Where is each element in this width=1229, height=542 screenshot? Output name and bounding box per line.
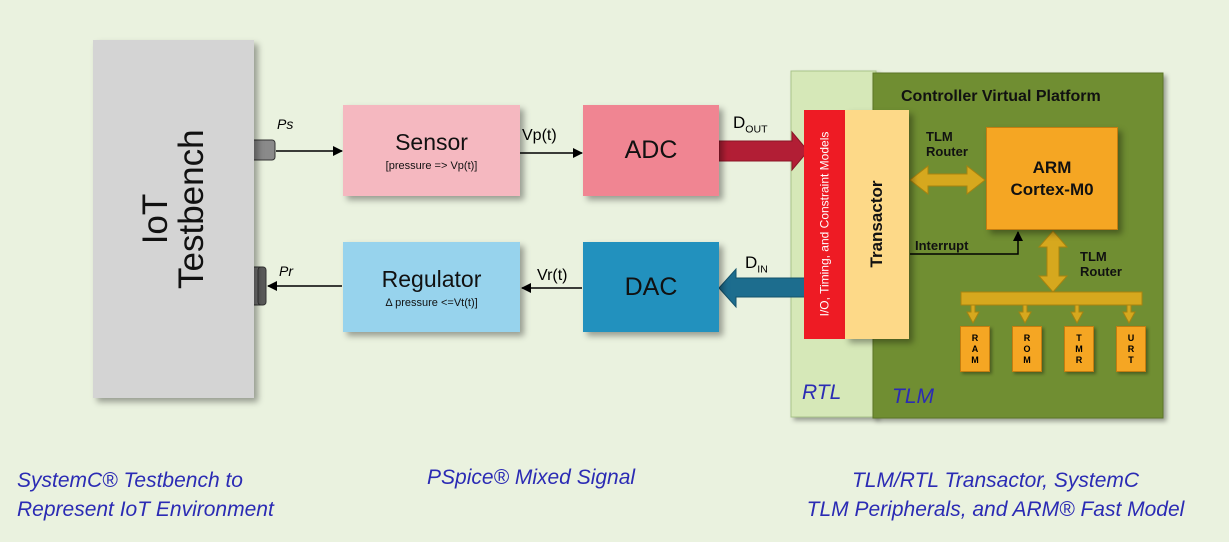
caption-right-line1: TLM/RTL Transactor, SystemC [851, 469, 1140, 492]
caption-testbench: SystemC® Testbench to Represent IoT Envi… [17, 466, 274, 524]
sensor-subtitle: [pressure => Vp(t)] [385, 160, 478, 172]
regulator-subtitle: Δ pressure <=Vt(t)] [385, 296, 478, 309]
sensor-title: Sensor [395, 129, 468, 155]
bus-drops [966, 304, 1136, 325]
caption-pspice: PSpice® Mixed Signal [427, 463, 635, 492]
testbench-line1: IoT [136, 193, 175, 245]
tmr-letter-3: R [1075, 354, 1083, 365]
rtl-strip [804, 110, 845, 339]
router2-line1: TLM [1080, 249, 1107, 264]
din-sub: IN [757, 263, 768, 276]
rom-letter-2: O [1023, 343, 1031, 354]
caption-left-line2: Represent IoT Environment [17, 498, 274, 521]
ram-letter-3: M [971, 354, 979, 365]
urt-letter-1: U [1127, 332, 1135, 343]
rom-letter-3: M [1023, 354, 1031, 365]
arm-line1: ARM [1032, 157, 1072, 177]
urt-letter-2: R [1127, 343, 1135, 354]
transactor-block[interactable] [845, 110, 909, 339]
peripheral-bus [960, 291, 1143, 306]
rtl-label: RTL [802, 381, 842, 404]
caption-middle: PSpice® Mixed Signal [427, 466, 636, 489]
dac-label: DAC [624, 272, 678, 301]
din-label: DIN [745, 253, 768, 275]
interrupt-label: Interrupt [915, 238, 969, 253]
dout-arrow [718, 130, 809, 172]
tlm-router-arrow-horizontal [909, 164, 986, 196]
regulator-title: Regulator [381, 265, 482, 292]
tmr-letter-1: T [1076, 332, 1082, 343]
dac-block[interactable]: DAC [583, 242, 719, 332]
sensor-block[interactable]: Sensor [pressure => Vp(t)] [343, 105, 520, 196]
arm-cortex-block[interactable]: ARM Cortex-M0 [986, 127, 1118, 230]
tlm-label: TLM [892, 385, 934, 408]
tmr-letter-2: M [1075, 343, 1083, 354]
iot-testbench-box [93, 40, 254, 398]
tlm-router-label-1: TLM Router [926, 129, 968, 159]
caption-right-line2: TLM Peripherals, and ARM® Fast Model [806, 498, 1185, 521]
regulator-block[interactable]: Regulator Δ pressure <=Vt(t)] [343, 242, 520, 332]
ram-letter-2: A [971, 343, 979, 354]
din-arrow [718, 267, 807, 309]
router1-line1: TLM [926, 129, 953, 144]
rtl-strip-text: I/O, Timing, and Constraint Models [817, 131, 832, 317]
caption-tlm-rtl: TLM/RTL Transactor, SystemC TLM Peripher… [777, 466, 1214, 524]
rom-letter-1: R [1023, 332, 1031, 343]
ps-label: Ps [277, 116, 294, 132]
router1-line2: Router [926, 144, 968, 159]
dout-sub: OUT [745, 123, 768, 136]
urt-letter-3: T [1128, 354, 1134, 365]
rom-block[interactable]: R O M [1012, 326, 1042, 372]
ram-letter-1: R [971, 332, 979, 343]
urt-block[interactable]: U R T [1116, 326, 1146, 372]
tlm-router-label-2: TLM Router [1080, 249, 1122, 279]
testbench-line2: Testbench [172, 129, 211, 289]
controller-title: Controller Virtual Platform [901, 88, 1101, 105]
din-main: D [745, 253, 758, 272]
pr-label: Pr [279, 263, 293, 279]
vp-label: Vp(t) [522, 127, 557, 144]
transactor-label: Transactor [867, 180, 886, 268]
iot-testbench-label: IoT Testbench [136, 129, 211, 289]
router2-line2: Router [1080, 264, 1122, 279]
vr-label: Vr(t) [537, 267, 568, 284]
interrupt-line [910, 231, 1023, 255]
dout-label: DOUT [733, 113, 768, 135]
adc-label: ADC [624, 136, 678, 164]
adc-block[interactable]: ADC [583, 105, 719, 196]
dout-main: D [733, 113, 746, 132]
tmr-block[interactable]: T M R [1064, 326, 1094, 372]
arm-line2: Cortex-M0 [1010, 179, 1094, 199]
caption-left-line1: SystemC® Testbench to [17, 469, 243, 492]
ram-block[interactable]: R A M [960, 326, 990, 372]
